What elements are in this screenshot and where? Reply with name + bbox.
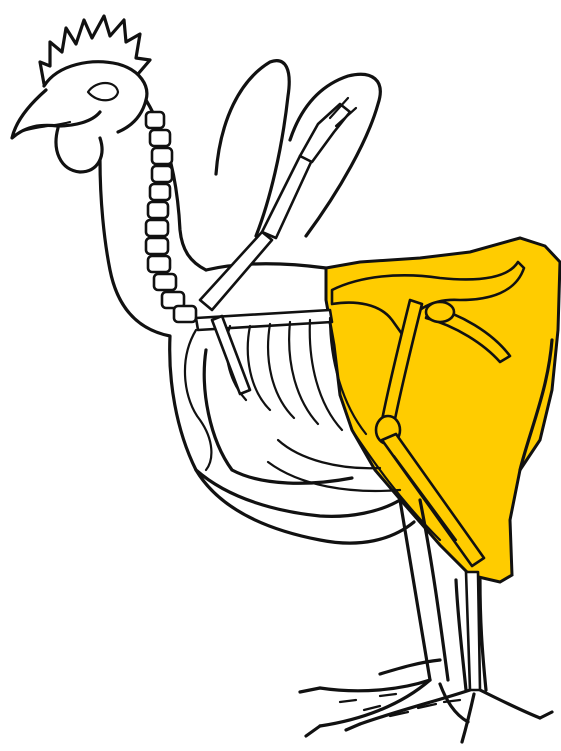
back-outline bbox=[206, 264, 326, 270]
belly-outline bbox=[196, 470, 400, 516]
hind-toe bbox=[380, 660, 440, 674]
foot-right bbox=[346, 690, 552, 742]
eye bbox=[88, 83, 118, 100]
humerus bbox=[200, 232, 272, 310]
hip-socket bbox=[426, 302, 454, 322]
foot-left bbox=[300, 680, 468, 736]
wing-tip-bones bbox=[300, 104, 350, 162]
wattle bbox=[56, 128, 102, 172]
neck-vertebrae bbox=[146, 112, 196, 322]
tarsometatarsus bbox=[466, 572, 480, 690]
